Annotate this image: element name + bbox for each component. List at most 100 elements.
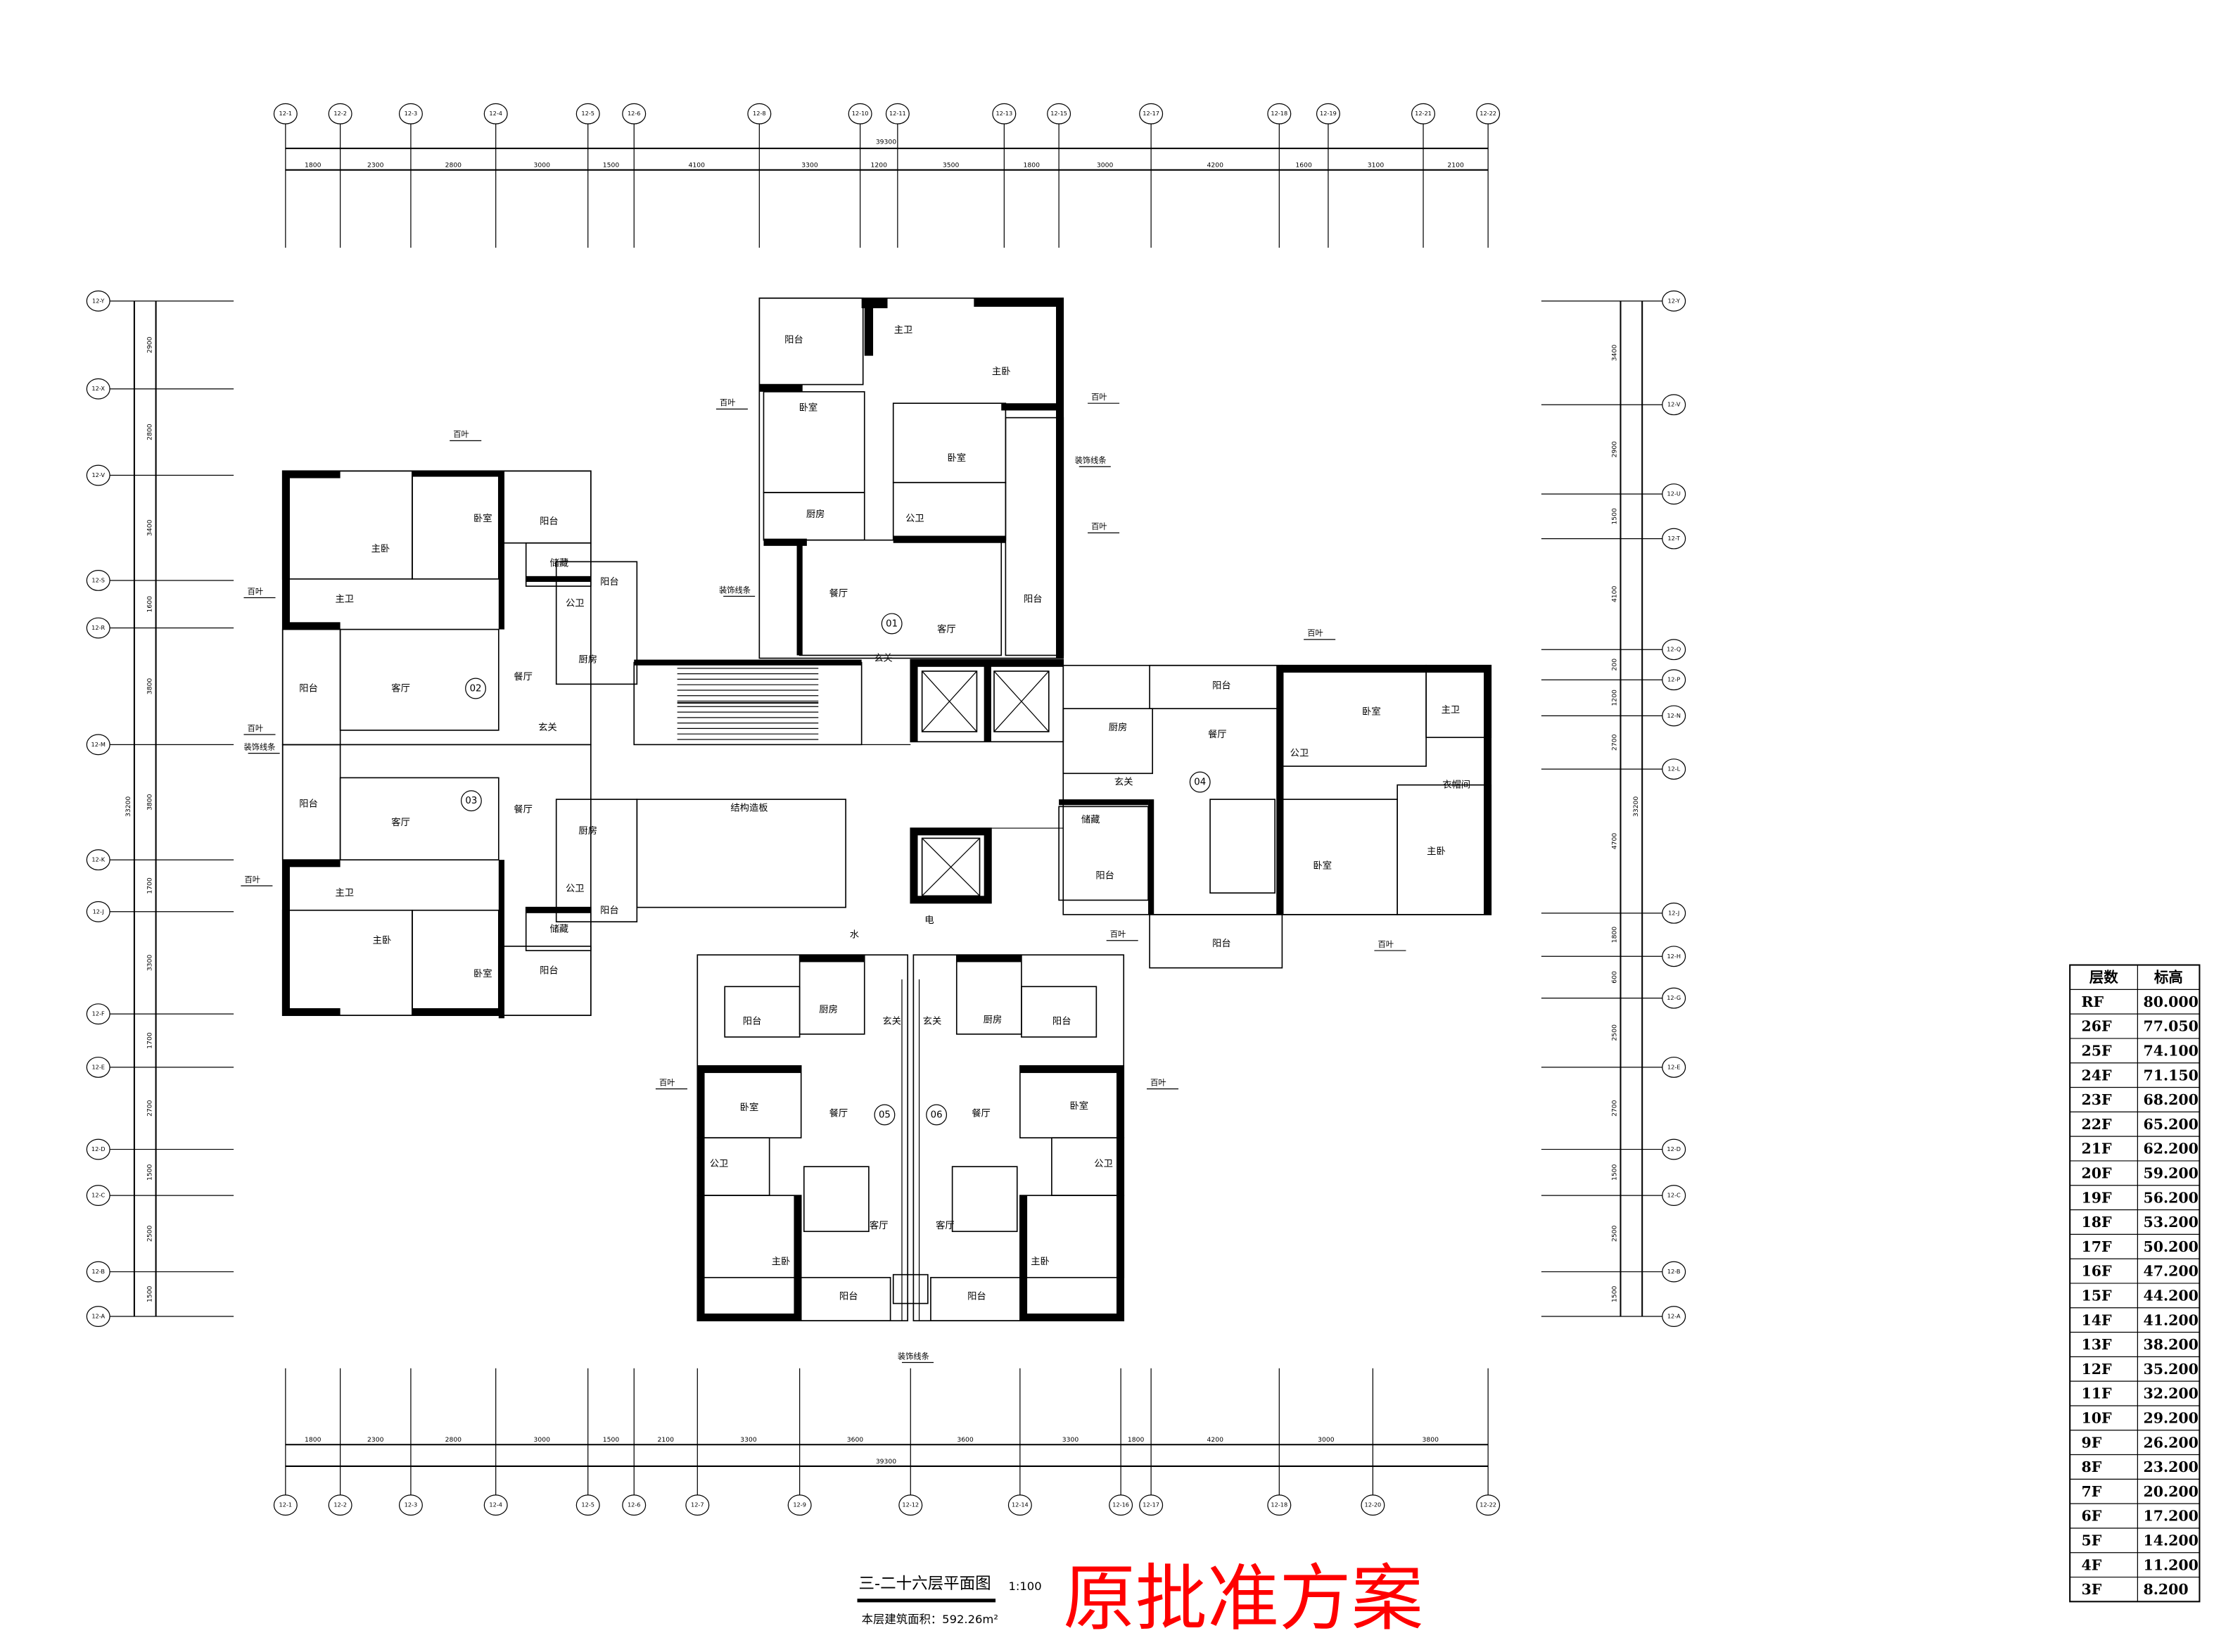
axis-label: 12-1 xyxy=(279,1501,293,1508)
annotation-labels: 百叶百叶装饰线条装饰线条百叶百叶百叶装饰线条百叶百叶百叶百叶百叶百叶百叶装饰线条 xyxy=(241,393,1406,1364)
room-label: 主卫 xyxy=(1442,704,1461,716)
axis-label: 12-5 xyxy=(581,1501,594,1508)
dimension-top: 3100 xyxy=(1368,161,1385,169)
dimension-right: 1200 xyxy=(1610,690,1618,706)
axis-label: 12-B xyxy=(91,1268,105,1275)
dimension-right: 4700 xyxy=(1610,833,1618,850)
room-label: 主卫 xyxy=(335,887,354,898)
floor-elevation: 23.200 xyxy=(2144,1459,2199,1475)
floor-level: 12F xyxy=(2082,1361,2112,1378)
axis-label: 12-M xyxy=(91,741,106,748)
room-label: 公卫 xyxy=(566,884,585,894)
floor-level: 11F xyxy=(2082,1385,2112,1402)
axis-label: 12-B xyxy=(1667,1268,1681,1275)
room-label: 储藏 xyxy=(549,923,568,934)
axis-label: 12-Y xyxy=(1668,297,1680,304)
axis-label: 12-14 xyxy=(1012,1501,1029,1508)
axis-label: 12-9 xyxy=(793,1501,806,1508)
unit-03 xyxy=(281,744,638,1019)
unit-number-circle xyxy=(874,1104,896,1126)
annotation-label: 百叶 xyxy=(248,724,264,733)
axis-label: 12-C xyxy=(91,1192,105,1199)
axis-label: 12-1 xyxy=(279,110,293,117)
dimension-bottom: 3300 xyxy=(1062,1436,1079,1444)
floor-level: 18F xyxy=(2082,1214,2112,1231)
axis-label: 12-D xyxy=(1667,1145,1681,1152)
dimension-top: 2100 xyxy=(1447,161,1464,169)
room-label: 阳台 xyxy=(784,334,803,345)
room-label: 阳台 xyxy=(600,576,619,587)
room-label: 厨房 xyxy=(819,1004,838,1015)
room-label: 阳台 xyxy=(967,1290,986,1302)
dimension-left: 3800 xyxy=(146,678,153,695)
axis-label: 12-20 xyxy=(1365,1501,1382,1508)
floor-elevation: 29.200 xyxy=(2144,1410,2199,1427)
axis-label: 12-22 xyxy=(1480,1501,1496,1508)
floor-elevation: 26.200 xyxy=(2144,1434,2199,1451)
dimension-top: 1600 xyxy=(1295,161,1312,169)
room-label: 卧室 xyxy=(1069,1100,1088,1112)
axis-label: 12-N xyxy=(1667,712,1680,719)
floor-elevation: 41.200 xyxy=(2144,1311,2199,1328)
dimension-bottom: 3300 xyxy=(740,1436,757,1444)
floor-elevation: 11.200 xyxy=(2144,1556,2199,1573)
drawing-scale: 1:100 xyxy=(1008,1580,1041,1593)
dimension-left: 3800 xyxy=(146,794,153,811)
unit-06 xyxy=(892,954,1125,1321)
room-label: 卧室 xyxy=(1313,859,1332,871)
axis-label: 12-A xyxy=(91,1313,105,1320)
dimension-bottom: 2800 xyxy=(445,1436,462,1444)
room-label: 阳台 xyxy=(1212,680,1231,691)
room-label: 玄关 xyxy=(882,1015,901,1027)
room-label: 主卧 xyxy=(772,1256,791,1267)
axis-label: 12-17 xyxy=(1143,1501,1159,1508)
dimension-right: 1800 xyxy=(1610,927,1618,943)
floor-level: 19F xyxy=(2082,1189,2112,1206)
table-header: 层数 xyxy=(2089,969,2118,986)
floor-level: 25F xyxy=(2082,1043,2112,1060)
floor-level: 4F xyxy=(2082,1556,2102,1573)
drawing-title: 三-二十六层平面图 xyxy=(859,1575,991,1593)
dimension-top: 3000 xyxy=(1097,161,1114,169)
dimension-top: 4100 xyxy=(689,161,706,169)
room-label: 厨房 xyxy=(1109,722,1128,733)
floor-level: 20F xyxy=(2082,1165,2112,1182)
annotation-label: 百叶 xyxy=(1091,393,1107,402)
floor-elevation: 77.050 xyxy=(2144,1018,2199,1035)
floor-level: 24F xyxy=(2082,1067,2112,1084)
dimension-right: 2900 xyxy=(1610,441,1618,458)
dimension-left: 2800 xyxy=(146,424,153,440)
room-label: 餐厅 xyxy=(829,1107,848,1119)
axis-label: 12-C xyxy=(1667,1192,1681,1199)
dimension-left: 1600 xyxy=(146,596,153,613)
room-label: 公卫 xyxy=(905,514,924,524)
unit-number: 04 xyxy=(1194,777,1206,788)
axis-label: 12-A xyxy=(1667,1313,1681,1320)
floor-level: 22F xyxy=(2082,1116,2112,1133)
floor-level: 10F xyxy=(2082,1410,2112,1427)
room-label: 厨房 xyxy=(806,509,825,520)
unit-02 xyxy=(281,470,638,746)
dimension-right: 2500 xyxy=(1610,1024,1618,1041)
unit-number-circle xyxy=(460,790,482,812)
annotation-label: 装饰线条 xyxy=(898,1351,929,1361)
dimension-left: 2700 xyxy=(146,1100,153,1117)
floor-elevation: 20.200 xyxy=(2144,1483,2199,1500)
room-label: 水 xyxy=(850,929,859,941)
annotation-label: 百叶 xyxy=(659,1078,675,1087)
dimension-total-left: 33200 xyxy=(125,796,132,817)
room-label: 餐厅 xyxy=(829,587,848,599)
axis-label: 12-G xyxy=(1667,994,1681,1001)
annotation-label: 装饰线条 xyxy=(243,742,275,751)
axis-label: 12-2 xyxy=(333,1501,347,1508)
dimension-left: 1500 xyxy=(146,1164,153,1181)
floor-elevation: 14.200 xyxy=(2144,1532,2199,1549)
dimension-bottom: 1500 xyxy=(603,1436,620,1444)
dimension-bottom: 1800 xyxy=(305,1436,322,1444)
dimension-total-right: 33200 xyxy=(1632,796,1640,817)
axis-label: 12-15 xyxy=(1050,110,1067,117)
table-header: 标高 xyxy=(2154,969,2183,986)
room-label: 餐厅 xyxy=(514,803,533,815)
axis-label: 12-J xyxy=(93,908,104,915)
